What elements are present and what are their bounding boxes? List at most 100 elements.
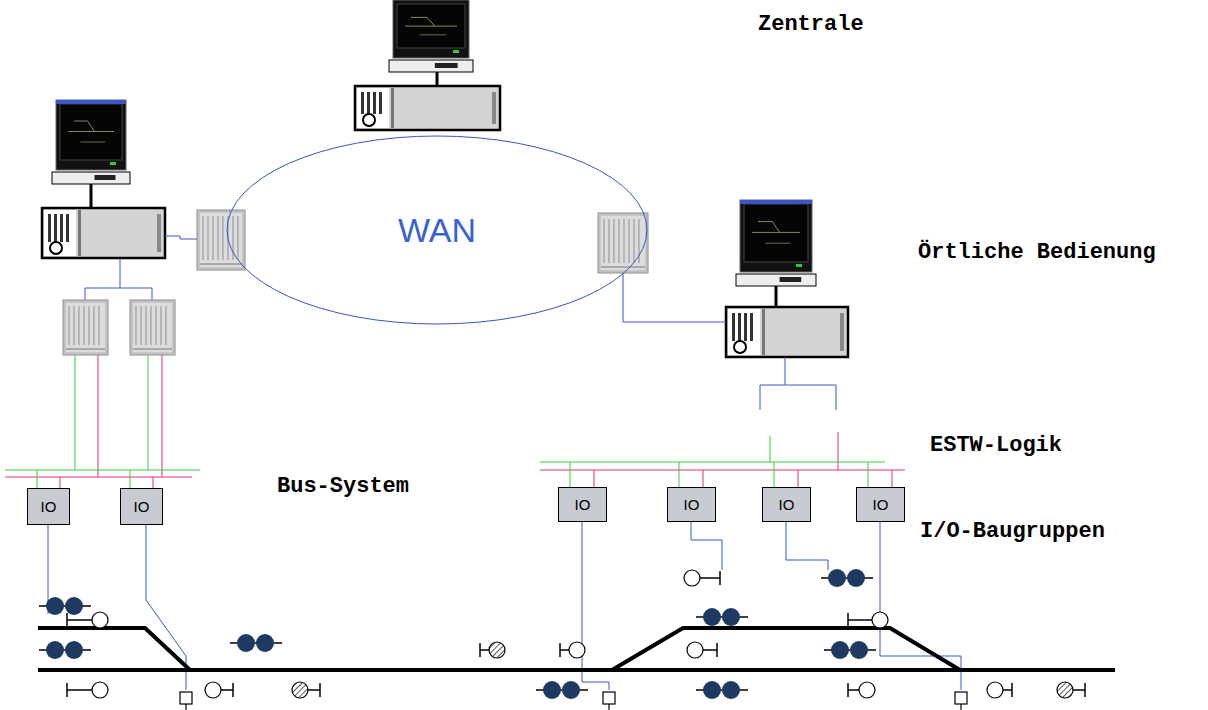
server-card — [367, 92, 370, 114]
rack-slot — [146, 306, 147, 345]
axle-counter — [847, 569, 865, 587]
monitor — [740, 200, 812, 272]
track-element-lead — [608, 704, 609, 710]
node-label: IO — [779, 496, 795, 513]
io-module: IO — [27, 488, 70, 525]
field-wire — [786, 522, 828, 570]
bus-drop — [148, 355, 149, 470]
monitor-bar — [56, 100, 126, 104]
server-card — [66, 214, 69, 242]
bus-stub — [37, 470, 38, 488]
layer-label: Bus-System — [277, 474, 409, 499]
axle-counter — [65, 641, 83, 659]
logic-link — [785, 357, 786, 385]
io-module: IO — [667, 487, 716, 522]
signal-arm — [67, 689, 92, 691]
signal-arm — [67, 619, 92, 621]
logic-link — [85, 288, 86, 300]
server-card — [379, 92, 382, 114]
distant-signal — [489, 642, 505, 658]
rack-slot — [69, 306, 70, 345]
bus-stub — [703, 470, 704, 487]
main-signal — [569, 642, 585, 658]
drive-slot — [95, 175, 116, 180]
rack-rail — [601, 267, 645, 268]
track — [38, 628, 190, 670]
track-element-lead — [185, 704, 186, 710]
server-front — [728, 309, 760, 355]
screen-track — [68, 131, 114, 132]
bus-stub — [153, 477, 154, 488]
axle-counter — [722, 608, 740, 626]
rack-slot — [89, 306, 90, 345]
bus-line — [5, 470, 200, 471]
network-link — [623, 273, 726, 322]
screen-track — [74, 121, 95, 132]
network-ellipse: WAN — [226, 135, 648, 325]
main-signal — [684, 570, 700, 586]
rack-slot — [161, 306, 162, 345]
computer-base — [736, 274, 816, 286]
computer-base — [52, 172, 130, 184]
rack-slot — [141, 306, 142, 345]
axle-counter — [46, 641, 64, 659]
field-wire — [880, 522, 881, 612]
rack-slot — [223, 216, 224, 260]
rack-frame — [199, 212, 243, 268]
main-signal — [92, 682, 108, 698]
logic-link — [120, 258, 121, 288]
screen-track — [752, 232, 800, 233]
computer-base — [389, 60, 473, 72]
rack-slot — [156, 306, 157, 345]
bus-drop — [98, 355, 99, 477]
bus-line — [540, 462, 885, 463]
rack-slot — [624, 219, 625, 263]
layer-label: Örtliche Bedienung — [918, 240, 1156, 265]
monitor-cable — [436, 72, 439, 86]
node-label: IO — [684, 496, 700, 513]
field-wire — [691, 522, 722, 570]
logic-link — [152, 288, 153, 300]
rack-slot — [238, 216, 239, 260]
monitor-screen — [744, 204, 808, 262]
rack-frame — [600, 215, 646, 271]
main-signal — [687, 642, 703, 658]
rack-slot — [629, 219, 630, 263]
rack-rail — [66, 349, 105, 350]
bus-stub — [774, 462, 775, 487]
server-card — [361, 92, 364, 114]
screen-track — [758, 222, 780, 233]
monitor-screen — [397, 4, 465, 48]
axle-counter — [237, 634, 255, 652]
card-rack — [63, 300, 108, 355]
drive-slot — [780, 277, 802, 282]
bus-stub — [130, 470, 131, 488]
server-rail — [840, 313, 844, 351]
axle-counter — [703, 608, 721, 626]
signal-arm — [560, 649, 569, 651]
rack-slot — [614, 219, 615, 263]
server-card — [750, 313, 753, 341]
axle-counter — [703, 681, 721, 699]
card-rack — [197, 210, 245, 270]
bus-drop — [838, 432, 839, 470]
axle-counter — [831, 641, 849, 659]
server-knob — [734, 341, 746, 353]
rack-slot — [74, 306, 75, 345]
signal-arm — [1003, 689, 1012, 691]
card-rack — [598, 213, 648, 273]
rack-slot — [84, 306, 85, 345]
signal-arm — [1073, 689, 1085, 691]
bus-drop — [75, 355, 76, 470]
server-knob — [363, 114, 375, 126]
bus-drop — [770, 436, 771, 462]
server-card — [732, 313, 735, 341]
rack-slot — [94, 306, 95, 345]
track-element — [955, 692, 967, 704]
rack-frame — [132, 302, 173, 353]
server-box — [726, 307, 848, 357]
monitor-bar — [740, 200, 812, 204]
bus-stub — [679, 462, 680, 487]
